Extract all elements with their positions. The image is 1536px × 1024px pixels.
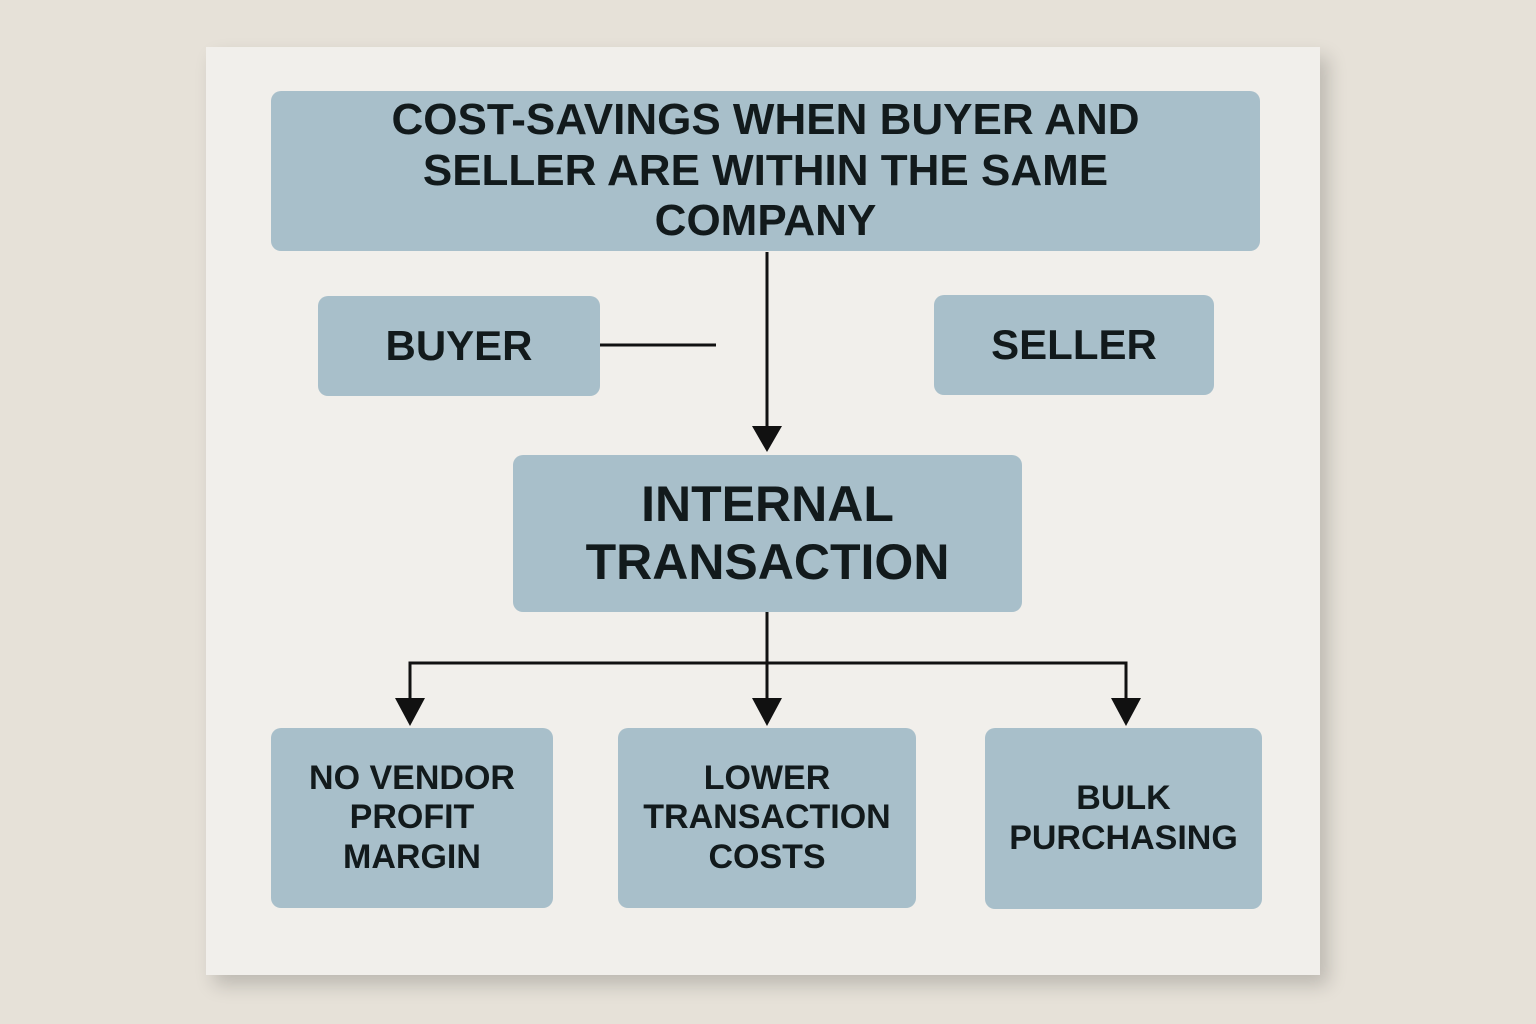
internal-transaction-box: INTERNAL TRANSACTION: [513, 455, 1022, 612]
outcome-box-bulk-purchasing: BULK PURCHASING: [985, 728, 1262, 909]
outcome-label: LOWER TRANSACTION COSTS: [643, 759, 891, 876]
outcome-box-no-vendor-profit: NO VENDOR PROFIT MARGIN: [271, 728, 553, 908]
outcome-label: NO VENDOR PROFIT MARGIN: [309, 759, 515, 876]
title-text: COST-SAVINGS WHEN BUYER AND SELLER ARE W…: [391, 95, 1140, 246]
outcome-box-lower-transaction-costs: LOWER TRANSACTION COSTS: [618, 728, 916, 908]
outcome-label: BULK PURCHASING: [1009, 779, 1238, 857]
buyer-box: BUYER: [318, 296, 600, 396]
internal-transaction-label: INTERNAL TRANSACTION: [585, 476, 950, 590]
seller-label: SELLER: [991, 320, 1157, 368]
seller-box: SELLER: [934, 295, 1214, 395]
title-box: COST-SAVINGS WHEN BUYER AND SELLER ARE W…: [271, 91, 1260, 251]
buyer-label: BUYER: [385, 321, 533, 369]
